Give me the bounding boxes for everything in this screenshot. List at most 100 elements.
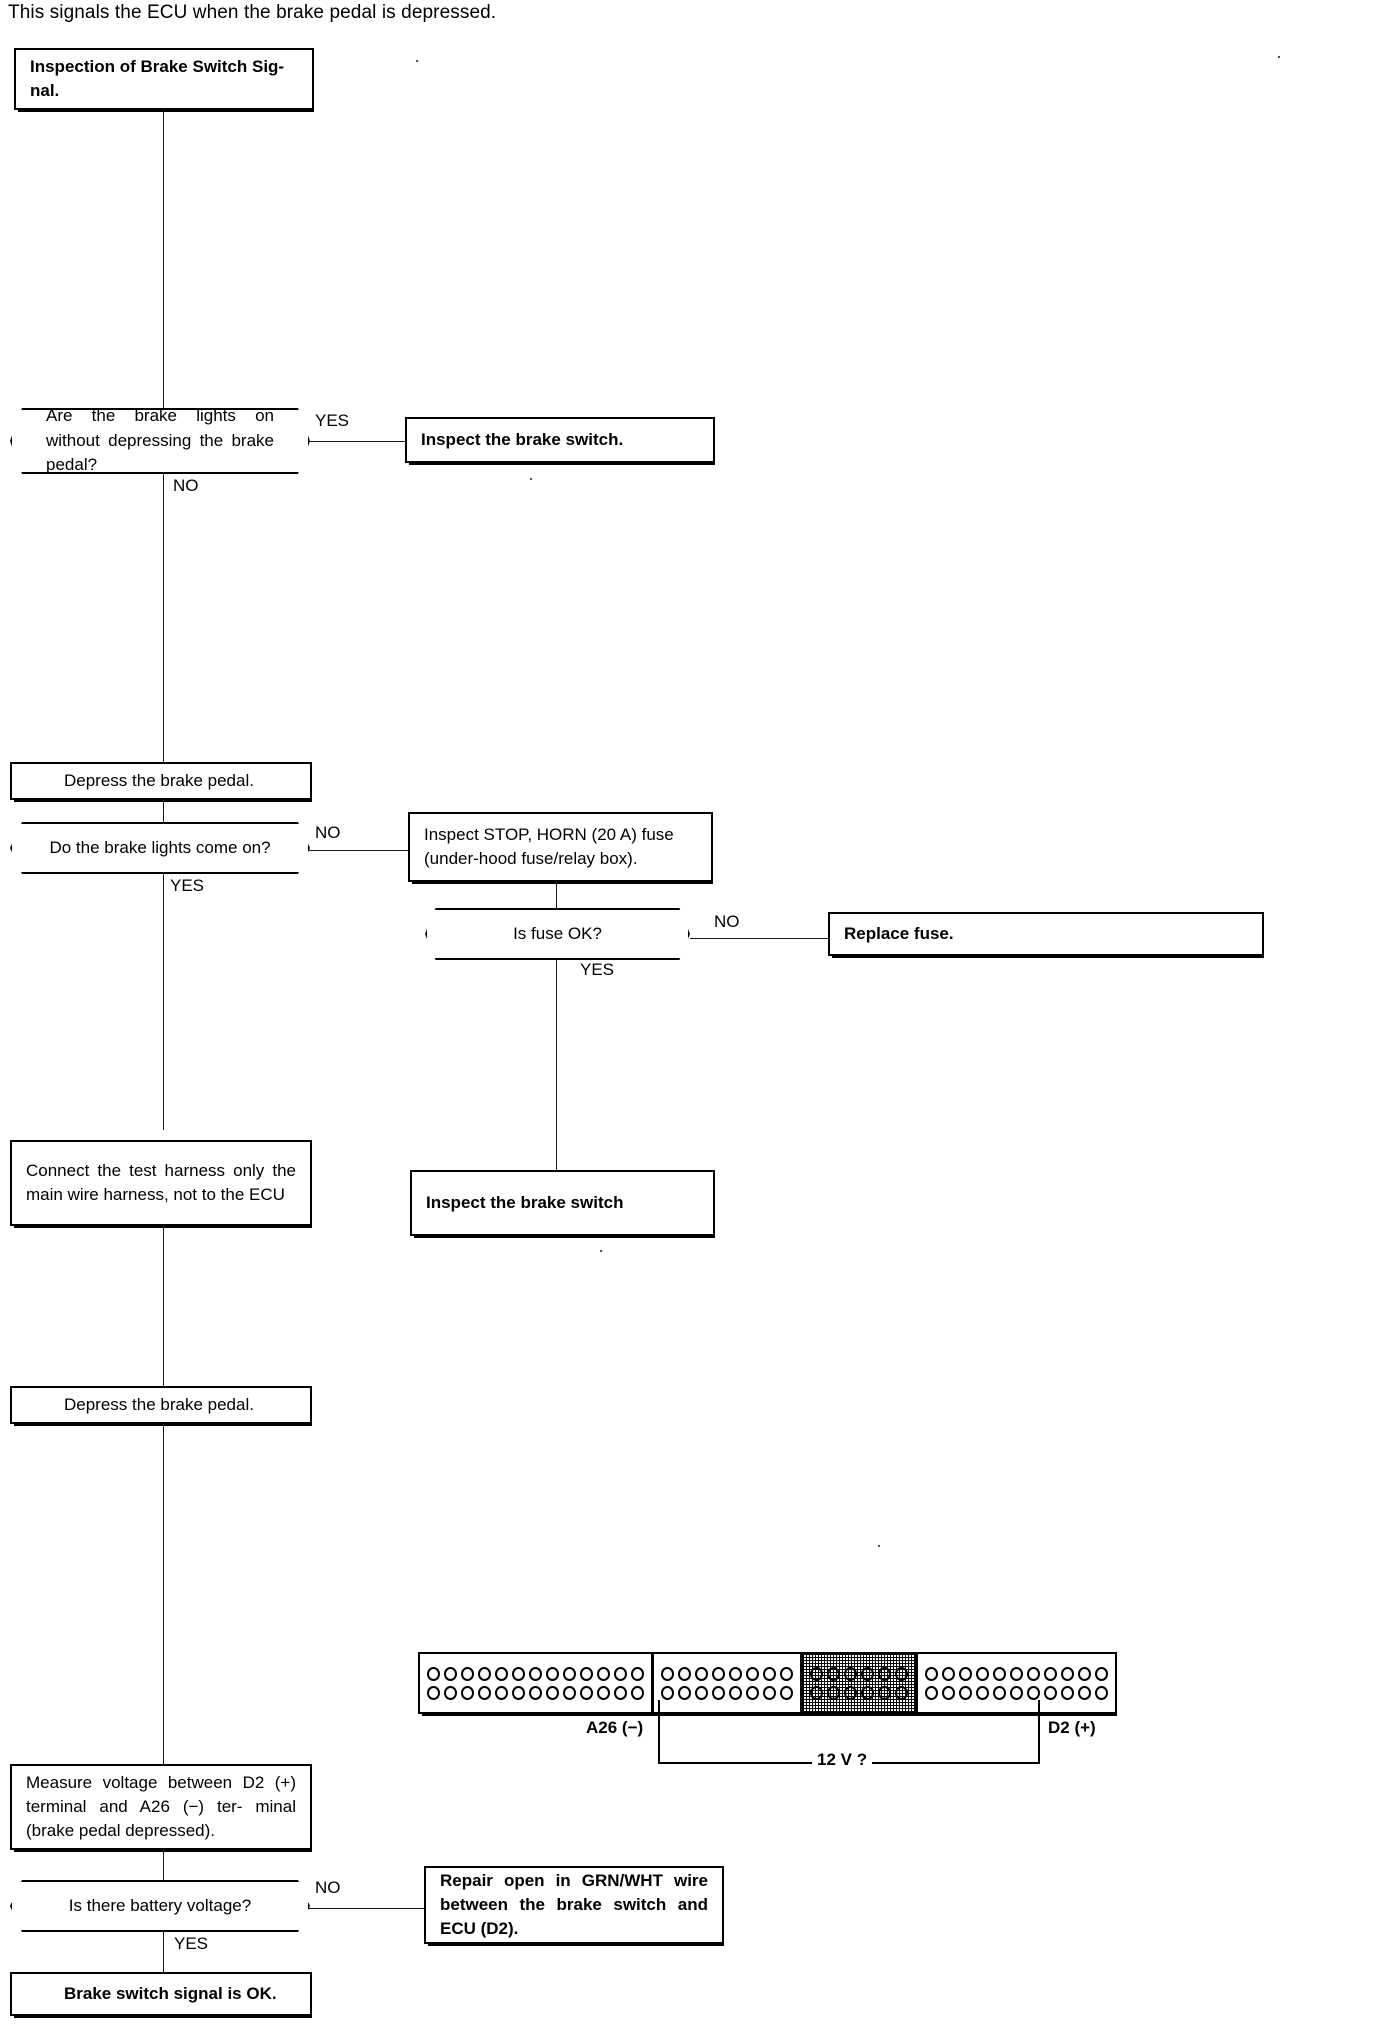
connector-pin [780,1685,793,1700]
connector-decision4-no [308,1908,426,1909]
connector-pin [444,1685,457,1700]
terminal-label-a26: A26 (−) [586,1718,644,1737]
connector-decision3-to-inspect2 [556,960,557,1172]
scan-speck [878,1545,880,1547]
connector-pin [495,1666,508,1681]
terminal-label-d2: D2 (+) [1048,1718,1096,1737]
connector-pin [878,1666,891,1681]
connector-pin [1095,1685,1108,1700]
connector-pin [780,1666,793,1681]
connector-pin [729,1685,742,1700]
measure-voltage-box: Measure voltage between D2 (+) terminal … [10,1764,312,1852]
connector-pin [993,1685,1006,1700]
connector-pin [461,1666,474,1681]
result-ok-label: Brake switch signal is OK. [64,1983,277,2003]
decision-4-label: Is there battery voltage? [68,1895,252,1915]
inspect-brake-switch-box-1: Inspect the brake switch. [405,417,715,465]
connector-pin [942,1685,955,1700]
decision-3-fill [429,912,686,956]
connector-pin [546,1685,559,1700]
pin-group-group-a [420,1654,654,1712]
start-box: Inspection of Brake Switch Sig- nal. [14,48,314,112]
scan-speck [600,1250,602,1252]
connector-decision2-to-harness [163,874,164,1130]
connector-pin [1095,1666,1108,1681]
scan-speck [1278,56,1280,58]
decision-1-fill [14,412,306,470]
connector-pin [1078,1666,1091,1681]
branch-label-yes-3: YES [578,960,617,980]
connector-pin [478,1666,491,1681]
connector-pin [444,1666,457,1681]
connector-pin [661,1666,674,1681]
connector-pin [810,1666,823,1681]
pin-row [925,1666,1108,1681]
connector-pin [810,1685,823,1700]
pin-row [661,1666,793,1681]
connect-test-harness-box: Connect the test harness only the main w… [10,1140,312,1228]
connector-pin [712,1666,725,1681]
connector-pin [1010,1666,1023,1681]
measure-voltage-label: Measure voltage between D2 (+) terminal … [26,1772,296,1841]
connector-pin [580,1685,593,1700]
start-box-label: Inspection of Brake Switch Sig- nal. [30,56,285,100]
connector-pin [678,1666,691,1681]
connector-pin [614,1685,627,1700]
depress-brake-pedal-label-2: Depress the brake pedal. [64,1394,254,1414]
connector-pin [563,1685,576,1700]
connector-pin [529,1666,542,1681]
pin-group-group-d [918,1654,1115,1712]
decision-1-label: Are the brake lights on without depressi… [46,406,274,475]
connector-pin [959,1666,972,1681]
connector-depress1-to-decision2 [163,800,164,824]
scan-speck [416,60,418,62]
pin-group-group-c [803,1654,918,1712]
inspect-brake-switch-label-1: Inspect the brake switch. [421,429,624,449]
pin-row [427,1685,644,1700]
connector-pin [512,1685,525,1700]
branch-label-no-4: NO [313,1878,343,1898]
bracket-12v-right-tick [1038,1744,1040,1764]
connector-pin [678,1685,691,1700]
connector-decision1-to-depress1 [163,474,164,764]
connector-pin [861,1685,874,1700]
depress-brake-pedal-label-1: Depress the brake pedal. [64,770,254,790]
connector-pin [746,1666,759,1681]
repair-open-wire-box: Repair open in GRN/WHT wire between the … [424,1866,724,1946]
measurement-label-12v: 12 V ? [812,1750,873,1770]
connector-pin [895,1666,908,1681]
connector-pin [844,1685,857,1700]
ecu-connector-pinout [418,1652,1117,1716]
repair-open-wire-label: Repair open in GRN/WHT wire between the … [440,1870,708,1939]
decision-brake-lights-without-depressing: Are the brake lights on without depressi… [10,408,310,474]
connector-pin [1027,1685,1040,1700]
branch-label-yes-1: YES [313,411,352,431]
pin-row [427,1666,644,1681]
connector-pin [976,1685,989,1700]
pin-row [810,1666,908,1681]
connector-pin [563,1666,576,1681]
inspect-fuse-box: Inspect STOP, HORN (20 A) fuse (under-ho… [408,812,713,884]
decision-2-fill [14,826,306,870]
inspect-brake-switch-box-2: Inspect the brake switch [410,1170,715,1238]
connector-pin [1061,1685,1074,1700]
decision-battery-voltage: Is there battery voltage? [10,1880,310,1932]
connector-pin [1027,1666,1040,1681]
connector-pin [878,1685,891,1700]
connector-pin [631,1685,644,1700]
connector-pin [512,1666,525,1681]
callout-line-d2 [1038,1700,1040,1744]
connector-pin [427,1685,440,1700]
connector-pin [827,1666,840,1681]
decision-2-label: Do the brake lights come on? [49,837,271,857]
connector-pin [1044,1666,1057,1681]
decision-lights-come-on: Do the brake lights come on? [10,822,310,874]
connector-pin [529,1685,542,1700]
connector-depress2-to-measure [163,1424,164,1764]
connector-decision4-to-result [163,1932,164,1974]
connector-pin [993,1666,1006,1681]
connector-decision3-no [690,938,830,939]
connector-pin [729,1666,742,1681]
connector-start-to-decision1 [163,110,164,410]
